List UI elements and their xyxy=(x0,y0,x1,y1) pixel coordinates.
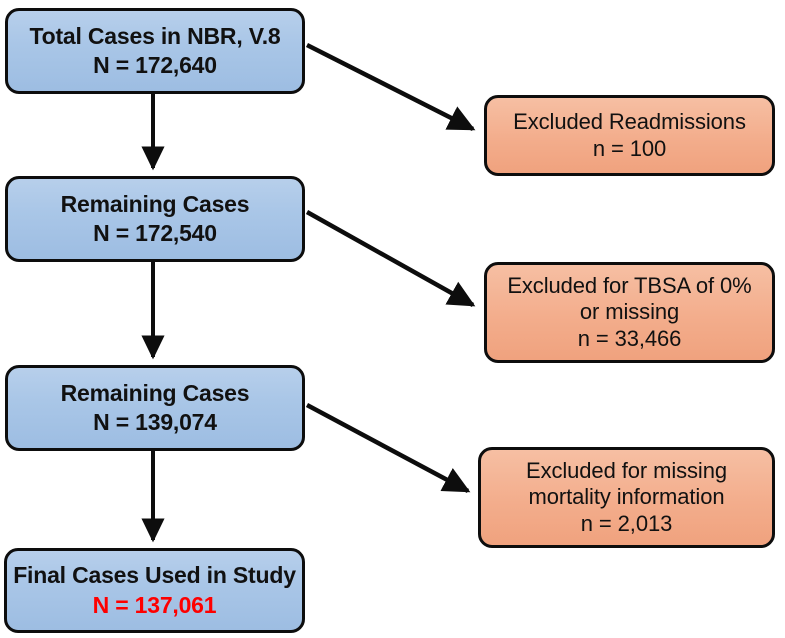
node-excluded-tbsa-count: n = 33,466 xyxy=(577,325,682,351)
node-total-cases-label: Total Cases in NBR, V.8 xyxy=(29,22,281,49)
node-final-cases: Final Cases Used in Study N = 137,061 xyxy=(4,548,305,633)
node-remaining-cases-1-label: Remaining Cases xyxy=(60,190,250,217)
node-remaining-cases-2: Remaining Cases N = 139,074 xyxy=(5,365,305,451)
arrow-total-to-excluded-readmissions xyxy=(305,42,476,132)
node-excluded-mortality-count: n = 2,013 xyxy=(580,510,673,536)
arrow-remaining-1-to-excluded-tbsa xyxy=(305,210,476,307)
node-final-cases-label: Final Cases Used in Study xyxy=(13,562,296,589)
node-excluded-readmissions-label: Excluded Readmissions xyxy=(513,109,746,135)
node-remaining-cases-1: Remaining Cases N = 172,540 xyxy=(5,176,305,262)
node-excluded-mortality: Excluded for missing mortality informati… xyxy=(478,447,775,548)
node-excluded-tbsa: Excluded for TBSA of 0% or missing n = 3… xyxy=(484,262,775,363)
arrow-remaining-2-to-excluded-mortality xyxy=(305,403,471,493)
node-remaining-cases-2-count: N = 139,074 xyxy=(93,409,217,435)
node-excluded-readmissions: Excluded Readmissions n = 100 xyxy=(484,95,775,176)
node-excluded-tbsa-label-line-2: or missing xyxy=(579,299,680,325)
node-total-cases: Total Cases in NBR, V.8 N = 172,640 xyxy=(5,8,305,94)
node-excluded-mortality-label-line-2: mortality information xyxy=(528,484,725,510)
node-excluded-mortality-label-line-1: Excluded for missing xyxy=(526,458,727,484)
node-excluded-tbsa-label-line-1: Excluded for TBSA of 0% xyxy=(507,273,752,299)
node-remaining-cases-2-label: Remaining Cases xyxy=(60,379,250,406)
node-final-cases-count: N = 137,061 xyxy=(92,591,217,618)
node-excluded-readmissions-count: n = 100 xyxy=(592,136,667,161)
node-total-cases-count: N = 172,640 xyxy=(93,52,217,78)
node-remaining-cases-1-count: N = 172,540 xyxy=(93,220,217,246)
